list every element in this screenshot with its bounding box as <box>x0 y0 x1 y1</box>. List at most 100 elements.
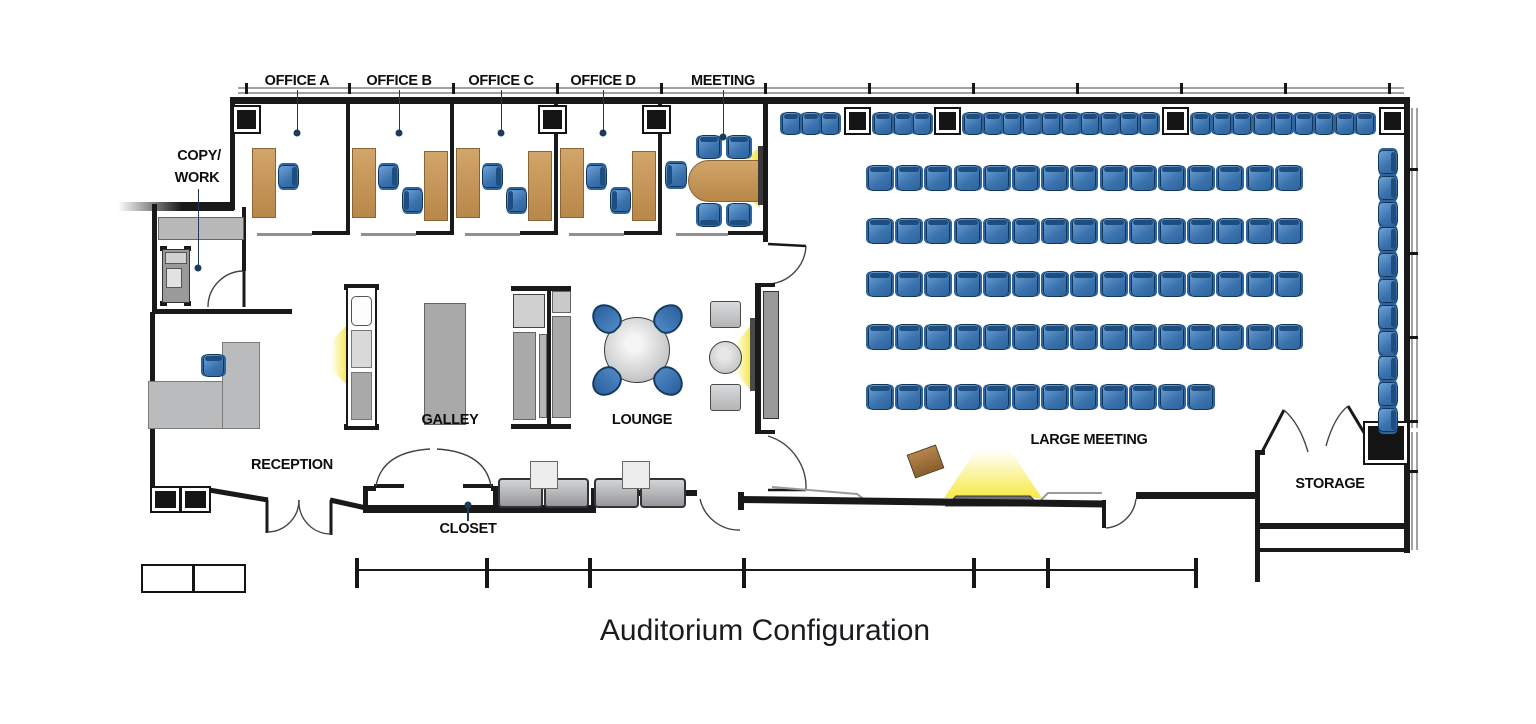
chair <box>1081 112 1099 135</box>
wall-galley-spine <box>547 286 551 429</box>
chair <box>782 112 800 135</box>
window-tick <box>245 83 248 94</box>
chair <box>1101 324 1126 350</box>
galley-cabinet <box>552 316 571 418</box>
chair <box>1276 271 1301 297</box>
copier-foot <box>160 301 167 306</box>
chair <box>801 112 820 135</box>
leader-line <box>602 90 604 131</box>
chair <box>955 384 980 410</box>
galley-island <box>424 303 466 425</box>
window-tick <box>1408 168 1418 171</box>
window-box <box>180 486 211 513</box>
chair <box>1189 324 1214 350</box>
window-tick <box>660 83 663 94</box>
leader-line <box>467 507 469 521</box>
office-desk <box>560 148 584 218</box>
chair <box>1130 271 1155 297</box>
office-chair <box>278 165 299 188</box>
chair <box>868 271 892 297</box>
copier-foot <box>184 246 191 251</box>
refrigerator <box>513 294 545 328</box>
door-arc <box>1105 498 1137 529</box>
column-marker <box>642 105 671 134</box>
label-office-d: OFFICE D <box>570 73 636 89</box>
meeting-chair <box>698 135 720 159</box>
chair <box>1014 271 1038 297</box>
leader-dot <box>497 129 505 137</box>
column-marker <box>1379 107 1406 135</box>
door-arc <box>436 448 492 487</box>
chair <box>868 165 892 191</box>
chair <box>1130 165 1155 191</box>
window-tick <box>556 83 559 94</box>
chair <box>984 165 1009 191</box>
reception-desk-edge <box>222 342 260 429</box>
page-title: Auditorium Configuration <box>599 614 931 647</box>
chair <box>1233 112 1251 135</box>
chair <box>1378 201 1398 226</box>
chair <box>926 324 951 350</box>
chair <box>926 218 951 244</box>
chair <box>897 384 922 410</box>
leader-dot <box>194 264 202 272</box>
label-galley: GALLEY <box>421 412 479 428</box>
nook-seat <box>710 301 741 328</box>
chair <box>1212 112 1231 135</box>
chair <box>1274 112 1292 135</box>
chair <box>1218 271 1243 297</box>
copier-foot <box>184 301 191 306</box>
work-counter <box>158 217 244 240</box>
wall <box>1255 523 1410 529</box>
window-tick <box>764 83 767 94</box>
bench-table <box>622 461 650 489</box>
door-threshold <box>257 233 312 236</box>
chair <box>1101 384 1126 410</box>
chair <box>1072 271 1097 297</box>
chair <box>1160 271 1184 297</box>
label-large-meeting: LARGE MEETING <box>1030 432 1148 448</box>
chair <box>893 112 912 135</box>
office-chair <box>378 165 399 188</box>
window-box <box>150 486 181 513</box>
chair <box>1335 112 1354 135</box>
door-threshold <box>676 233 728 236</box>
chair <box>1247 218 1272 244</box>
office-desk <box>632 151 656 221</box>
projection-glow <box>944 450 1042 498</box>
window-tick <box>1284 83 1287 94</box>
label-closet: CLOSET <box>439 521 497 537</box>
door-arc <box>266 499 300 533</box>
footprint-tick <box>355 558 359 588</box>
window-line <box>238 87 1404 89</box>
nook-seat <box>710 384 741 411</box>
footprint-tick <box>1046 558 1050 588</box>
window-tick <box>868 83 871 94</box>
wall <box>511 286 571 291</box>
label-meeting: MEETING <box>691 73 755 89</box>
chair <box>868 218 892 244</box>
chair <box>984 384 1009 410</box>
footprint-tick <box>742 558 746 588</box>
wall <box>363 486 376 491</box>
office-chair <box>482 165 503 188</box>
chair <box>1189 165 1214 191</box>
window-line <box>1411 432 1413 550</box>
chair <box>984 218 1009 244</box>
label-reception: RECEPTION <box>251 457 333 473</box>
label-office-c: OFFICE C <box>468 73 534 89</box>
light-glow <box>735 324 752 392</box>
door-leaf <box>1102 500 1106 528</box>
chair <box>1378 279 1398 303</box>
chair <box>1276 218 1301 244</box>
footprint-box <box>193 564 246 593</box>
window-tick <box>1388 83 1391 94</box>
window-tick <box>348 83 351 94</box>
chair <box>1160 384 1184 410</box>
office-chair <box>402 189 423 212</box>
wall-divider <box>346 104 350 235</box>
chair <box>984 271 1009 297</box>
chair <box>1192 112 1210 135</box>
window-tick <box>972 83 975 94</box>
door-arc <box>1325 405 1349 447</box>
